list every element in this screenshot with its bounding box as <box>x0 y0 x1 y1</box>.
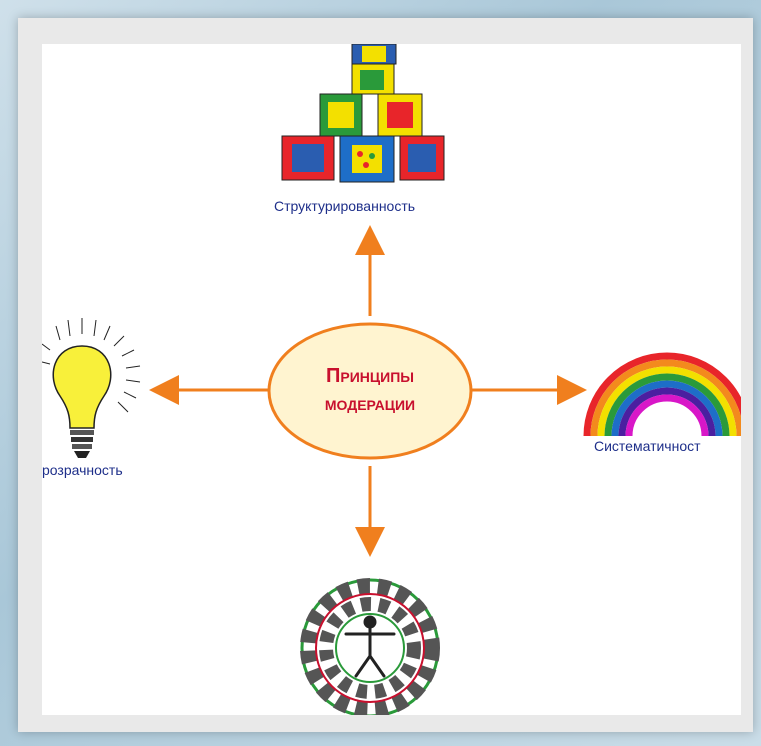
arrows <box>149 225 587 557</box>
vitruvian-wheel-icon <box>300 578 440 715</box>
light-bulb-icon <box>42 318 141 458</box>
label-top: Структурированность <box>274 198 416 214</box>
center-title: Принципы модерации <box>270 362 470 418</box>
diagram-canvas: Структурированность розрачность Системат… <box>42 44 741 715</box>
center-ellipse <box>267 322 473 460</box>
label-right: Систематичност <box>594 438 701 454</box>
diagram-svg <box>42 44 741 715</box>
center-title-line2: модерации <box>324 393 416 415</box>
toy-blocks-icon <box>281 44 445 183</box>
rainbow-icon <box>583 352 741 437</box>
center-title-line1: Принципы <box>326 365 414 387</box>
label-left: розрачность <box>42 462 123 478</box>
